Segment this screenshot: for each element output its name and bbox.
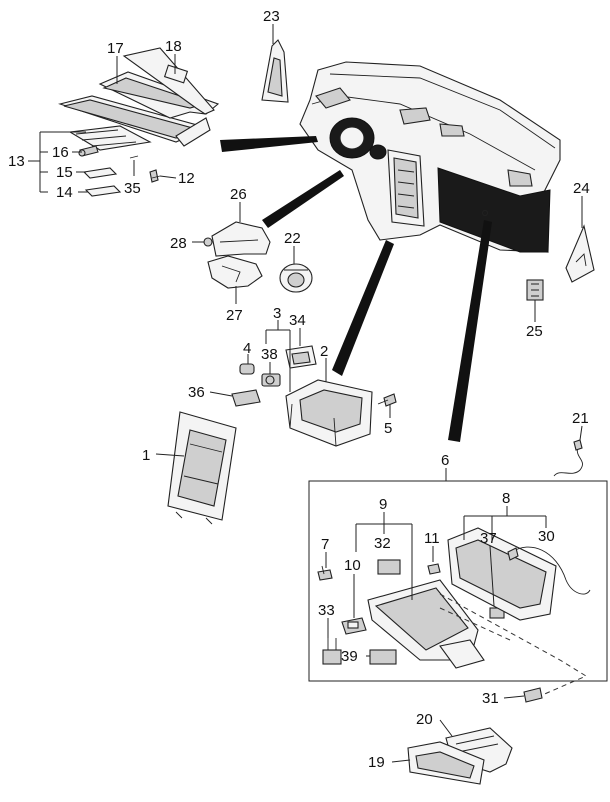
callout-7: 7 <box>321 536 329 553</box>
callout-34: 34 <box>289 312 306 329</box>
part-26-upper-column-cover <box>211 221 271 257</box>
callout-19: 19 <box>368 754 385 771</box>
callout-37: 37 <box>480 530 497 547</box>
callout-4: 4 <box>243 340 251 357</box>
callout-21: 21 <box>572 410 589 427</box>
glove-box-housing-and-harness <box>447 527 591 621</box>
glove-box-assembly-frame <box>308 480 608 682</box>
part-28-clip <box>203 237 213 247</box>
callout-labels: 1 2 3 4 5 6 7 8 9 10 11 12 13 14 15 16 1… <box>8 8 590 771</box>
part-21-wiring <box>553 439 583 477</box>
callout-17: 17 <box>107 40 124 57</box>
part-38-switch <box>261 373 281 387</box>
callout-22: 22 <box>284 230 301 247</box>
callout-38: 38 <box>261 346 278 363</box>
part-7-bolt <box>317 565 333 581</box>
callout-39: 39 <box>341 648 358 665</box>
part-5-screw <box>377 393 397 407</box>
callout-5: 5 <box>384 420 392 437</box>
callout-6: 6 <box>441 452 449 469</box>
callout-15: 15 <box>56 164 73 181</box>
part-33-bracket <box>322 638 342 665</box>
callout-16: 16 <box>52 144 69 161</box>
callout-2: 2 <box>320 343 328 360</box>
callout-25: 25 <box>526 323 543 340</box>
part-11-bolt <box>427 563 441 575</box>
part-27-lower-column-cover <box>207 255 263 289</box>
part-24-side-cover <box>565 224 595 283</box>
callout-3: 3 <box>273 305 281 322</box>
callout-23: 23 <box>263 8 280 25</box>
part-23-pillar-trim <box>261 39 289 103</box>
callout-31: 31 <box>482 690 499 707</box>
callout-8: 8 <box>502 490 510 507</box>
callout-33: 33 <box>318 602 335 619</box>
part-2-console-housing <box>285 379 373 447</box>
leader-lines <box>28 24 583 763</box>
callout-9: 9 <box>379 496 387 513</box>
callout-1: 1 <box>142 447 150 464</box>
callout-35: 35 <box>124 180 141 197</box>
callout-28: 28 <box>170 235 187 252</box>
callout-36: 36 <box>188 384 205 401</box>
callout-32: 32 <box>374 535 391 552</box>
callout-14: 14 <box>56 184 73 201</box>
part-1-center-fascia <box>167 411 237 525</box>
part-35-pin <box>129 155 139 159</box>
part-36-switch <box>231 389 261 407</box>
part-34-bezel <box>285 345 317 369</box>
part-14-pad <box>84 185 122 197</box>
part-25-switch <box>526 279 544 301</box>
callout-18: 18 <box>165 38 182 55</box>
callout-12: 12 <box>178 170 195 187</box>
dashboard-assembly <box>299 61 561 253</box>
part-10-latch <box>341 617 367 635</box>
part-32-label <box>377 559 401 575</box>
callout-24: 24 <box>573 180 590 197</box>
callout-20: 20 <box>416 711 433 728</box>
callout-30: 30 <box>538 528 555 545</box>
part-12-screw <box>149 169 161 183</box>
part-39-pad <box>369 649 397 665</box>
part-19-pocket-bezel <box>407 741 485 785</box>
callout-27: 27 <box>226 307 243 324</box>
callout-11: 11 <box>424 530 440 547</box>
part-15-pad <box>82 167 118 179</box>
callout-26: 26 <box>230 186 247 203</box>
callout-10: 10 <box>344 557 361 574</box>
callout-13: 13 <box>8 153 25 170</box>
part-16-clip <box>78 145 99 157</box>
location-arrows <box>220 136 492 442</box>
dashed-reference-lines <box>439 593 588 697</box>
part-31-connector <box>523 687 543 703</box>
part-22-clock-spring <box>279 263 313 293</box>
part-4-knob <box>239 363 255 375</box>
upper-dash-trim-group <box>58 47 220 151</box>
